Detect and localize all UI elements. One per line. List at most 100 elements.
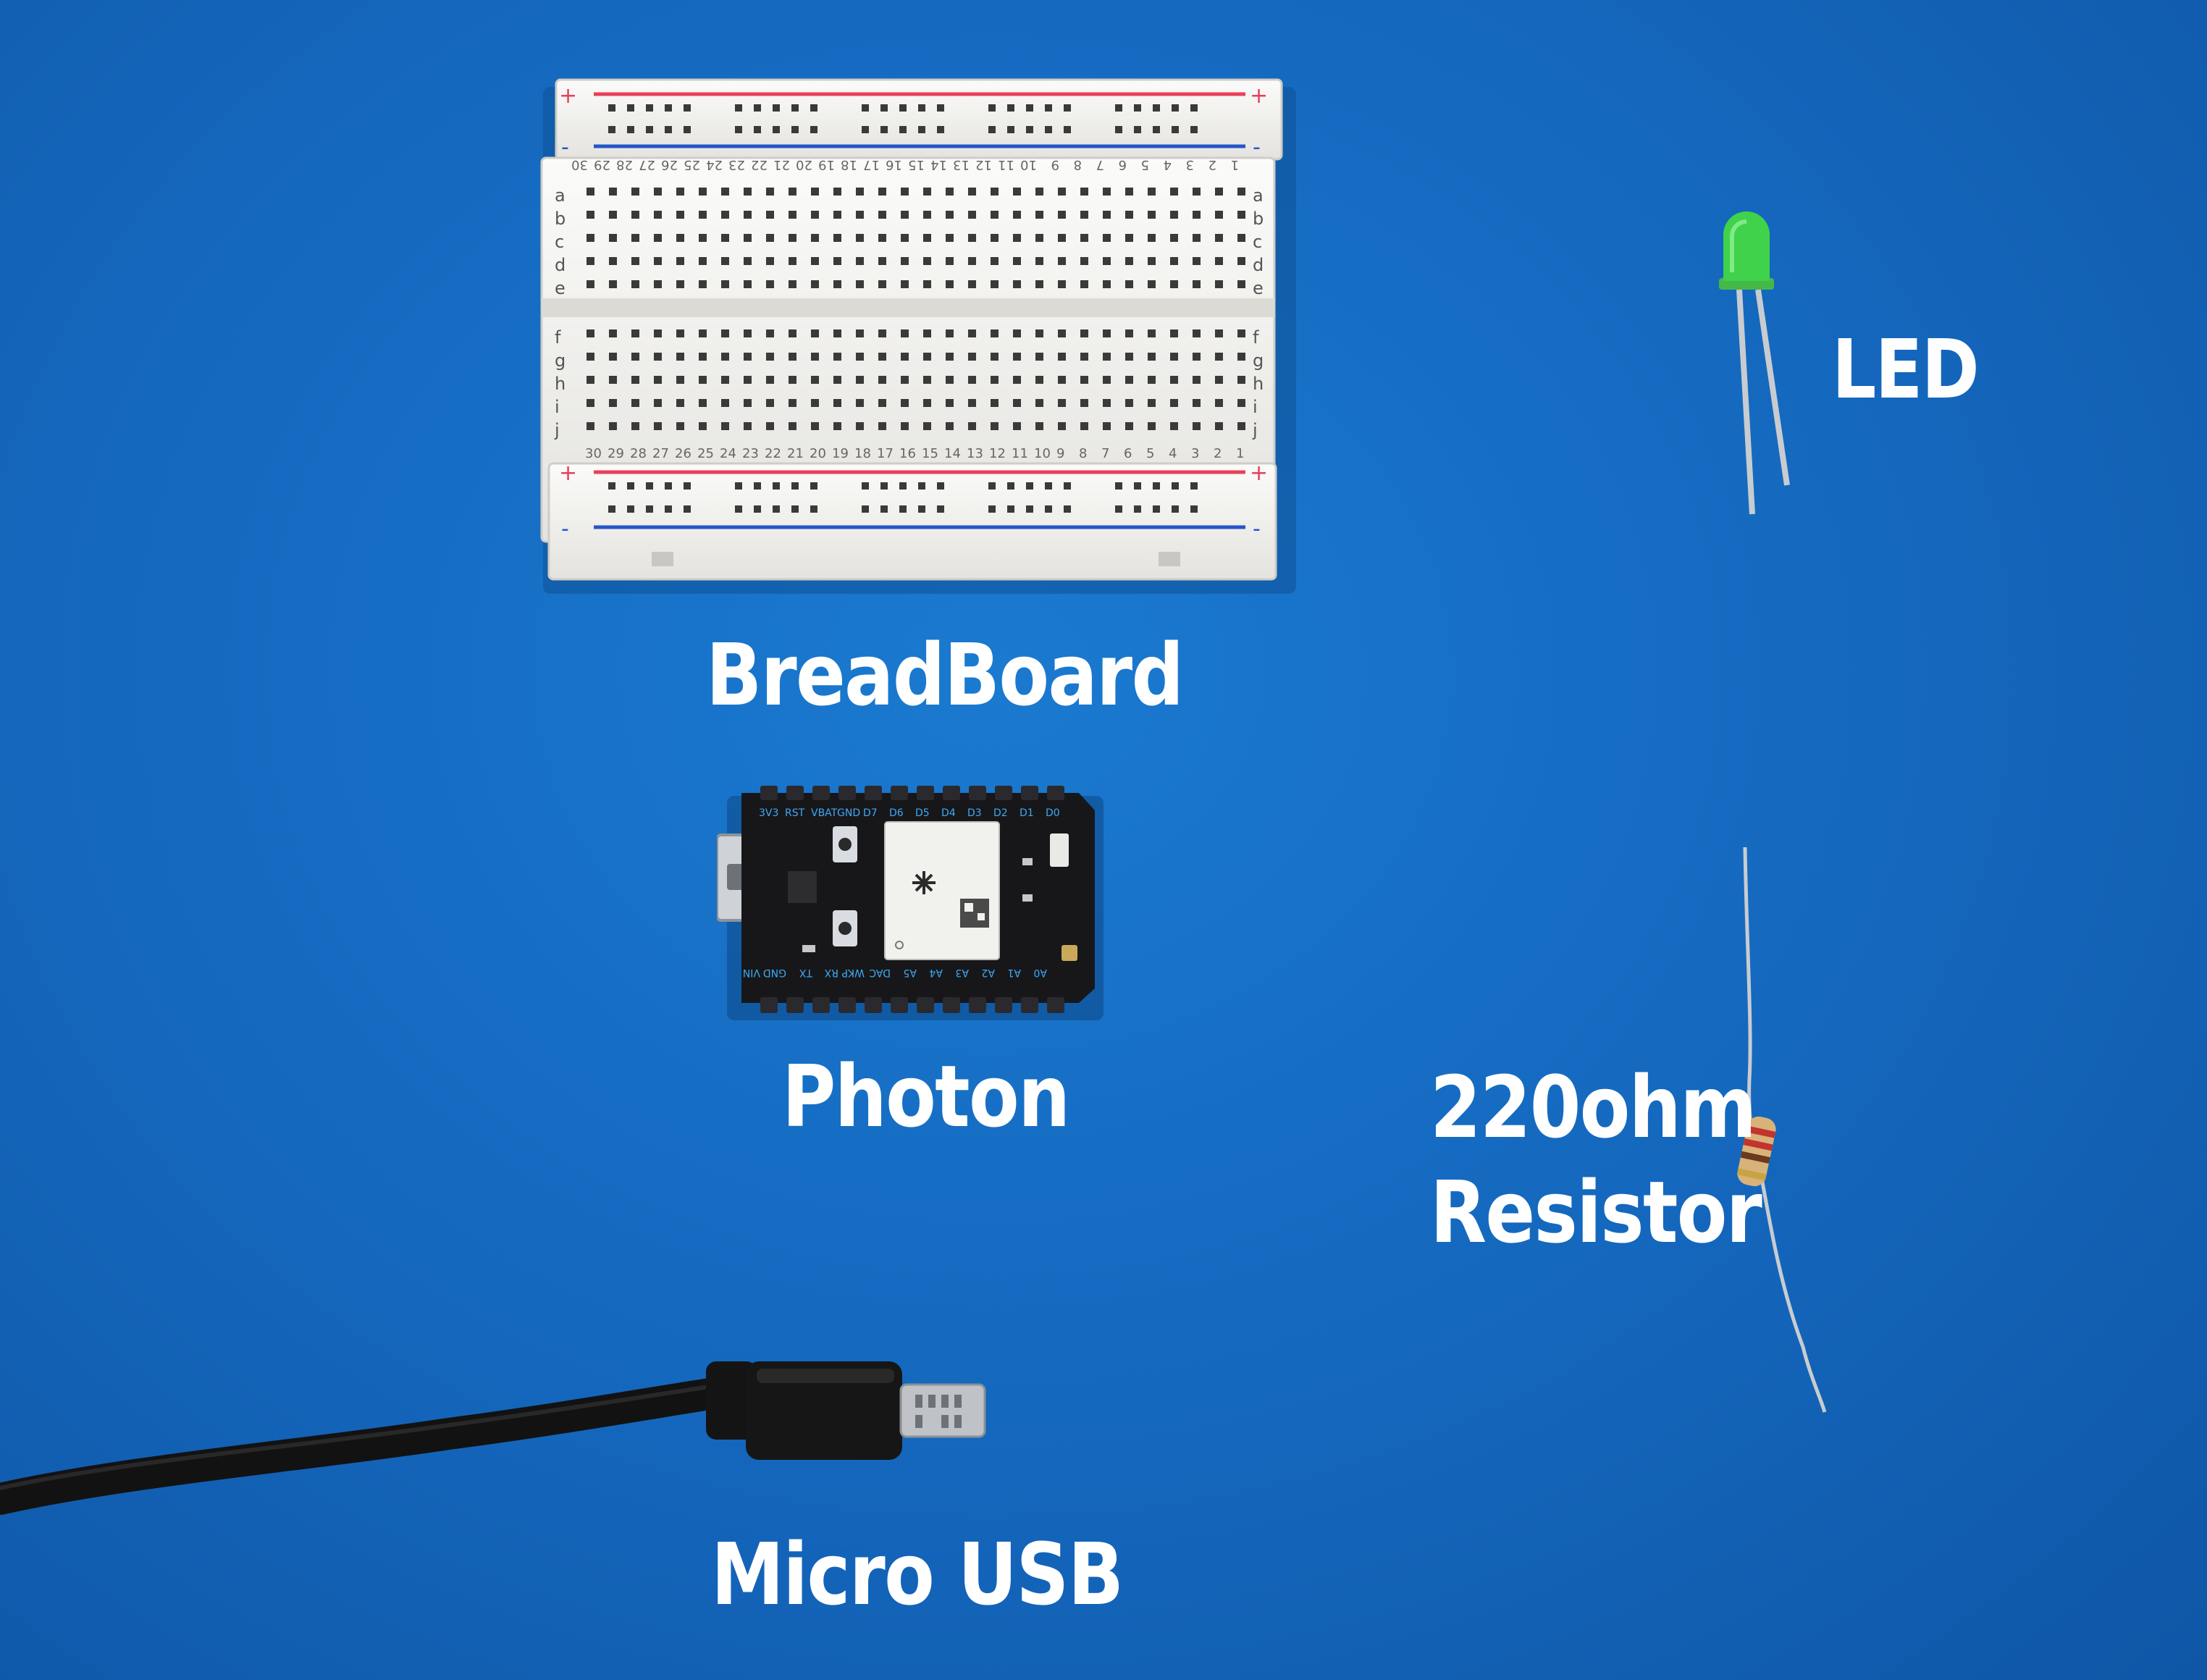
column-number: 9 — [1051, 157, 1059, 172]
pin-label: A4 — [929, 967, 943, 978]
breadboard-hole — [923, 280, 931, 288]
header-pin — [812, 786, 830, 800]
breadboard-hole — [631, 422, 639, 430]
column-number: 8 — [1074, 157, 1082, 172]
rail-hole — [754, 482, 761, 490]
breadboard-hole — [721, 329, 729, 337]
breadboard-hole — [946, 257, 954, 265]
rail-hole — [918, 482, 925, 490]
rail-minus-top-left: - — [561, 135, 569, 160]
column-number: 19 — [832, 446, 849, 461]
breadboard-hole — [631, 376, 639, 384]
breadboard-hole — [587, 353, 594, 361]
breadboard-hole — [901, 257, 909, 265]
breadboard-hole — [699, 399, 707, 407]
rail-hole — [862, 104, 869, 112]
breadboard-hole — [1237, 211, 1245, 219]
breadboard-hole — [1237, 188, 1245, 196]
breadboard-hole — [946, 329, 954, 337]
breadboard-hole — [1193, 329, 1201, 337]
breadboard-hole — [631, 257, 639, 265]
breadboard-hole — [1215, 422, 1223, 430]
breadboard-hole — [856, 257, 864, 265]
column-number: 7 — [1096, 157, 1104, 172]
breadboard-hole — [923, 399, 931, 407]
breadboard-hole — [811, 399, 819, 407]
breadboard-hole — [1170, 376, 1178, 384]
breadboard-hole — [878, 329, 886, 337]
breadboard-hole — [1193, 353, 1201, 361]
rail-hole — [1153, 104, 1160, 112]
breadboard-hole — [744, 234, 752, 242]
rail-minus-bottom-right: - — [1253, 516, 1261, 542]
breadboard-hole — [1193, 280, 1201, 288]
header-pin — [917, 786, 934, 800]
rail-minus-top-right: - — [1253, 135, 1261, 160]
svg-text:c: c — [1253, 232, 1262, 252]
breadboard-hole — [699, 234, 707, 242]
rail-hole — [1026, 126, 1033, 133]
breadboard-hole — [968, 280, 976, 288]
breadboard-hole — [901, 422, 909, 430]
breadboard-hole — [946, 234, 954, 242]
breadboard-hole — [811, 188, 819, 196]
breadboard-hole — [789, 211, 796, 219]
column-number: 30 — [571, 157, 588, 172]
column-number: 7 — [1101, 446, 1109, 461]
column-number: 28 — [616, 157, 633, 172]
breadboard-hole — [833, 399, 841, 407]
column-number: 26 — [675, 446, 691, 461]
breadboard-hole — [1035, 188, 1043, 196]
breadboard-hole — [1058, 376, 1066, 384]
rail-hole — [880, 505, 888, 513]
column-number: 22 — [765, 446, 781, 461]
breadboard-hole — [1148, 376, 1156, 384]
header-pin — [1047, 786, 1064, 800]
rail-hole — [735, 482, 742, 490]
breadboard-hole — [946, 422, 954, 430]
breadboard-hole — [699, 329, 707, 337]
breadboard-hole — [833, 257, 841, 265]
column-number: 21 — [787, 446, 804, 461]
column-number: 12 — [975, 157, 992, 172]
breadboard-hole — [1080, 353, 1088, 361]
breadboard-hole — [1215, 234, 1223, 242]
breadboard-hole — [856, 188, 864, 196]
breadboard-hole — [811, 280, 819, 288]
breadboard-hole — [1237, 353, 1245, 361]
breadboard-hole — [811, 376, 819, 384]
breadboard-hole — [609, 211, 617, 219]
breadboard-hole — [676, 329, 684, 337]
pin-label: TX — [799, 967, 813, 978]
rail-hole — [754, 505, 761, 513]
breadboard-hole — [1103, 399, 1111, 407]
photon-header-bottom — [760, 997, 1064, 1013]
breadboard-image: + + - - + + - - a b c d e f g h i j a b … — [540, 78, 1296, 594]
header-pin — [969, 997, 986, 1013]
breadboard-hole — [923, 353, 931, 361]
led-leg-long — [1736, 289, 1755, 515]
breadboard-hole — [587, 376, 594, 384]
pin-label: A2 — [982, 967, 995, 978]
breadboard-hole — [901, 188, 909, 196]
breadboard-hole — [1237, 329, 1245, 337]
rail-hole — [1134, 104, 1141, 112]
breadboard-hole — [968, 211, 976, 219]
breadboard-hole — [968, 257, 976, 265]
breadboard-hole — [654, 399, 662, 407]
breadboard-hole — [878, 211, 886, 219]
breadboard-hole — [833, 234, 841, 242]
rail-hole — [665, 104, 672, 112]
rail-hole — [791, 505, 799, 513]
pin-label: D2 — [993, 807, 1008, 819]
breadboard-hole — [923, 329, 931, 337]
breadboard-hole — [1215, 257, 1223, 265]
breadboard-hole — [946, 211, 954, 219]
svg-text:i: i — [1253, 397, 1258, 417]
rail-hole — [735, 104, 742, 112]
pin-label: D5 — [915, 807, 930, 819]
breadboard-hole — [1193, 234, 1201, 242]
rail-hole — [791, 104, 799, 112]
row-letters-right: a b c d e f g h i j — [1252, 185, 1264, 440]
breadboard-hole — [1080, 399, 1088, 407]
